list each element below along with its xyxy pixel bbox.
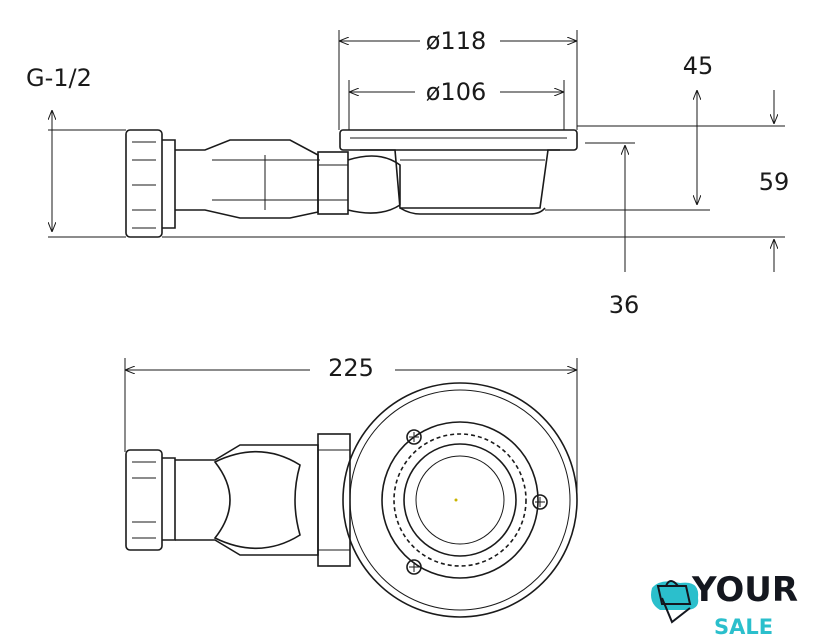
side-nut [125,129,163,238]
side-flange [339,129,578,151]
dim-top-height: 45 [683,52,714,80]
logo-text-your: YOUR [691,570,798,610]
top-view: 225 [124,354,578,618]
dim-inner-diameter: ø106 [426,78,487,106]
screw-icons [406,429,548,575]
drain-outer-ring [342,382,578,618]
yoursale-logo: YOUR SALE [651,570,798,639]
dim-outer-diameter: ø118 [426,27,487,55]
side-coupling [317,151,349,215]
top-coupling [317,433,351,567]
side-pipe [175,139,319,219]
dim-length: 225 [328,354,374,382]
top-pipe [175,444,319,556]
side-view: ø118 ø106 G-1/2 45 59 36 [26,27,789,319]
top-nut [125,449,163,551]
dim-thread: G-1/2 [26,64,92,92]
logo-text-sale: SALE [714,615,773,639]
dim-body-height: 36 [609,291,640,319]
dim-total-height: 59 [759,168,790,196]
